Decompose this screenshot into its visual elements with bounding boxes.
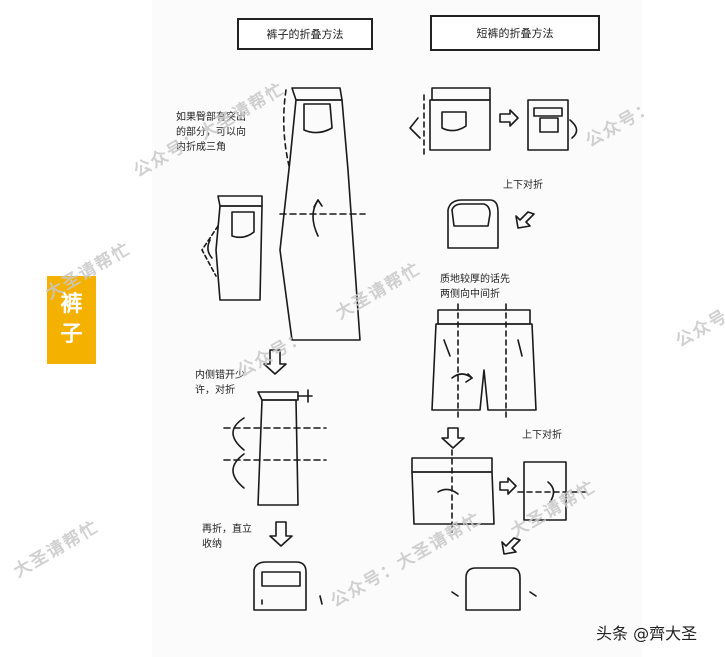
pants-hip-note-line-3: 内折成三角 xyxy=(176,142,226,153)
pants-final-note: 再折，直立 收纳 xyxy=(202,522,252,552)
shorts-final-drawing xyxy=(451,567,537,611)
shorts-arrow-c xyxy=(441,427,465,449)
shorts-step-6-drawing xyxy=(517,461,587,521)
shorts-arrow-d xyxy=(499,477,517,495)
side-tag-char-1: 裤 xyxy=(60,292,83,317)
pants-final-drawing xyxy=(253,561,323,611)
shorts-step-5-drawing xyxy=(411,449,495,533)
shorts-thick-note-line-1: 质地较厚的话先 xyxy=(440,274,510,285)
left-title: 裤子的折叠方法 xyxy=(266,28,344,41)
pants-stagger-note-line-1: 内侧错开少 xyxy=(195,370,245,381)
shorts-step-1-drawing xyxy=(409,87,491,159)
pants-final-note-line-2: 收纳 xyxy=(202,539,222,550)
pants-hip-note-line-1: 如果臀部有突出 xyxy=(176,112,246,123)
right-title-banner: 短裤的折叠方法 xyxy=(430,15,600,51)
side-tag-char-2: 子 xyxy=(60,322,83,347)
pants-stagger-note: 内侧错开少 许，对折 xyxy=(195,368,245,398)
left-title-banner: 裤子的折叠方法 xyxy=(237,18,373,50)
side-category-tag: 裤 子 xyxy=(47,276,96,364)
pants-hip-fold-drawing xyxy=(201,195,263,301)
pants-hip-note-line-2: 的部分，可以向 xyxy=(176,127,246,138)
shorts-thick-note-line-2: 两侧向中间折 xyxy=(440,289,500,300)
source-credit: 头条 @齊大圣 xyxy=(596,624,698,643)
pants-final-note-line-1: 再折，直立 xyxy=(202,524,252,535)
shorts-thick-drawing xyxy=(431,303,537,421)
instruction-sheet xyxy=(152,0,642,657)
pants-stagger-drawing xyxy=(223,389,327,506)
shorts-fold-note-1: 上下对折 xyxy=(503,180,543,191)
shorts-thick-note: 质地较厚的话先 两侧向中间折 xyxy=(440,272,510,302)
shorts-step-3-drawing xyxy=(447,199,499,249)
right-title: 短裤的折叠方法 xyxy=(476,27,554,40)
shorts-arrow-a xyxy=(499,109,519,127)
pants-full-drawing xyxy=(279,87,366,341)
pants-stagger-note-line-2: 许，对折 xyxy=(195,385,235,396)
shorts-arrow-e xyxy=(501,537,521,555)
shorts-fold-note-2: 上下对折 xyxy=(522,430,562,441)
shorts-step-2-drawing xyxy=(527,99,578,151)
pants-hip-note: 如果臀部有突出 的部分，可以向 内折成三角 xyxy=(176,110,246,155)
pants-arrow-2 xyxy=(269,521,293,547)
pants-arrow-1 xyxy=(263,349,287,375)
shorts-arrow-b xyxy=(515,211,535,229)
